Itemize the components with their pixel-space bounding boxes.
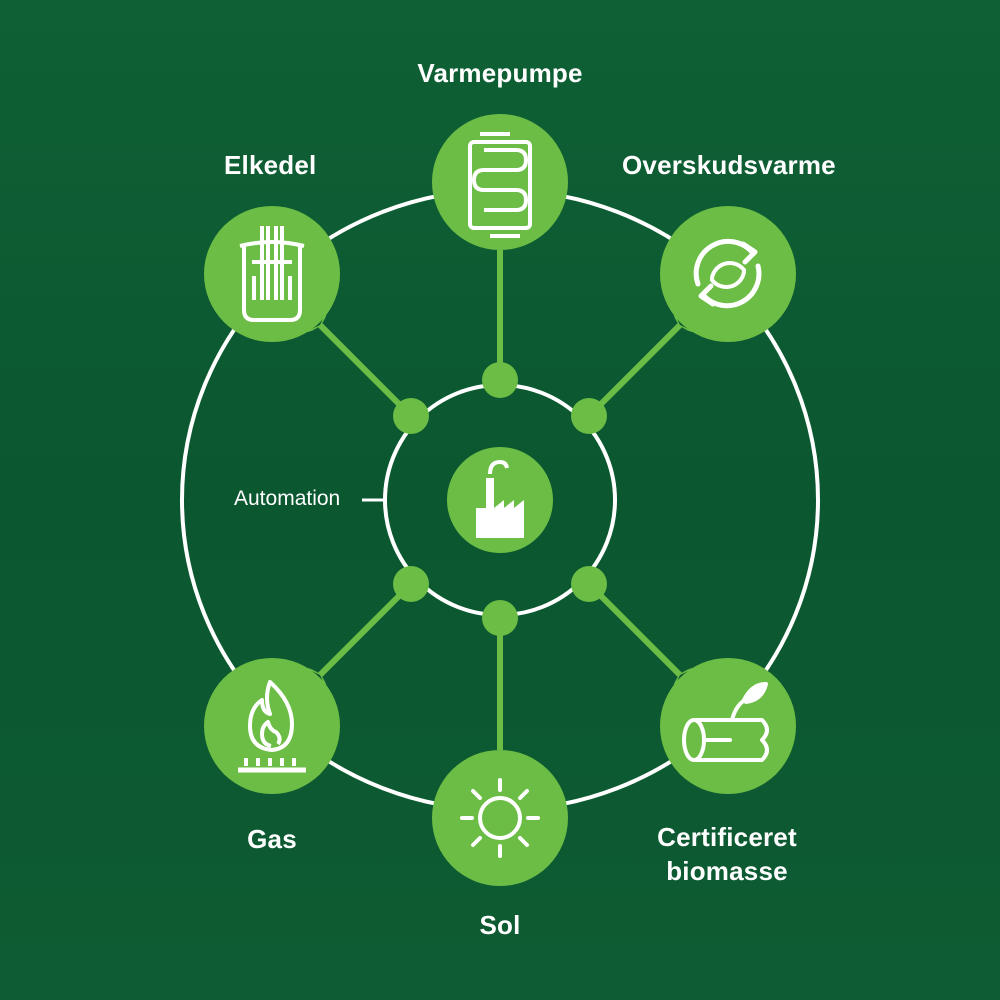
sun-icon <box>460 778 540 858</box>
factory-icon <box>476 459 524 538</box>
connector-elkedel-taper <box>303 308 328 333</box>
center-circle <box>447 447 553 553</box>
junction-dot-sol <box>482 600 518 636</box>
node-varmepumpe <box>432 114 568 250</box>
label-varmepumpe: Varmepumpe <box>417 58 583 88</box>
electric-boiler-icon <box>239 226 305 322</box>
junction-dot-elkedel <box>393 398 429 434</box>
label-certificeret-biomasse-line-1: Certificeret <box>657 822 797 852</box>
connector-biomasse <box>586 581 683 678</box>
log-with-sprout-icon <box>682 682 769 762</box>
node-circle-elkedel <box>204 206 340 342</box>
label-overskudsvarme: Overskudsvarme <box>622 150 836 180</box>
node-overskudsvarme <box>660 206 796 342</box>
connector-overskudsvarme-taper <box>672 308 697 333</box>
heat-pump-coil-icon <box>468 132 532 238</box>
center-node <box>447 447 553 553</box>
label-sol: Sol <box>479 910 521 940</box>
node-circle-gas <box>204 658 340 794</box>
junction-dots <box>393 362 607 636</box>
connectors <box>303 235 697 765</box>
junction-dot-overskudsvarme <box>571 398 607 434</box>
label-elkedel: Elkedel <box>224 150 317 180</box>
node-elkedel <box>204 206 340 342</box>
label-certificeret-biomasse: Certificeret biomasse <box>642 820 812 888</box>
connector-gas-taper <box>303 667 328 692</box>
junction-dot-varmepumpe <box>482 362 518 398</box>
node-circle-varmepumpe <box>432 114 568 250</box>
node-circle-biomasse <box>660 658 796 794</box>
label-certificeret-biomasse-line-2: biomasse <box>666 856 788 886</box>
connector-biomasse-taper <box>672 667 697 692</box>
connector-gas <box>317 581 414 678</box>
junction-dot-gas <box>393 566 429 602</box>
node-circle-sol <box>432 750 568 886</box>
connector-overskudsvarme <box>586 322 683 419</box>
connector-elkedel <box>317 322 414 419</box>
junction-dot-biomasse <box>571 566 607 602</box>
label-gas: Gas <box>247 824 297 854</box>
gas-flame-icon <box>238 680 306 773</box>
node-circle-overskudsvarme <box>660 206 796 342</box>
label-automation: Automation <box>234 487 341 510</box>
node-gas <box>204 658 340 794</box>
node-certificeret-biomasse <box>660 658 796 794</box>
recycle-arrows-icon <box>693 238 762 309</box>
node-sol <box>432 750 568 886</box>
